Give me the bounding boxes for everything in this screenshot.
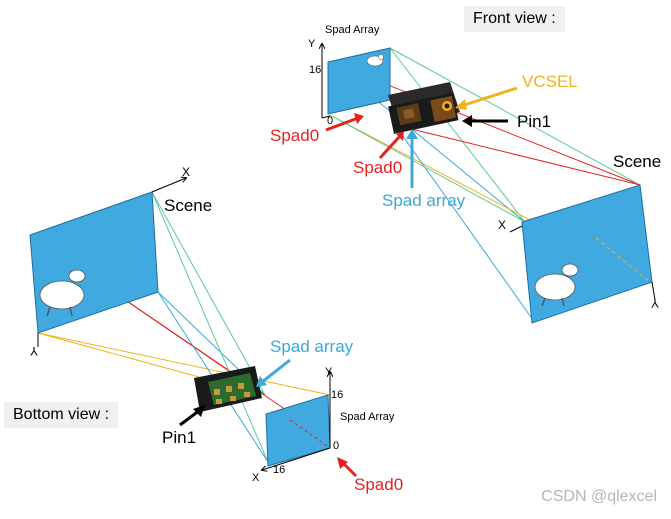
bottom-scene-axis-y: Y <box>30 344 39 358</box>
bottom-sensor-chip <box>194 366 262 412</box>
front-scene-dashed <box>595 237 651 283</box>
front-spad-array-label: Spad array <box>382 191 466 210</box>
bottom-pin1-arrowhead <box>193 405 205 417</box>
front-small-sheep-icon <box>366 54 384 67</box>
front-axis-y-label: Y <box>308 38 316 50</box>
front-scene-axis-y: Y <box>651 296 660 310</box>
front-spad0-inner-arrow <box>378 134 402 160</box>
bottom-spad0-label: Spad0 <box>354 475 404 494</box>
front-pin1-label: Pin1 <box>517 112 552 131</box>
front-spad-array-caption: Spad Array <box>325 24 380 36</box>
bottom-axis-y-label: Y <box>325 366 333 378</box>
vcsel-arrowhead <box>455 99 467 110</box>
front-scene-axis-x: X <box>498 218 507 232</box>
front-tick-16: 16 <box>309 64 322 76</box>
bottom-spad-array-arrowhead <box>256 376 267 387</box>
bottom-tick-16-y: 16 <box>331 389 344 401</box>
watermark: CSDN @qlexcel <box>541 488 657 505</box>
bottom-tick-0: 0 <box>333 440 340 452</box>
front-scene-label: Scene <box>613 152 662 171</box>
bottom-spad-dashed <box>289 419 331 449</box>
bottom-spad-array-arrow <box>261 358 291 384</box>
bottom-spad-axes <box>262 372 330 470</box>
vcsel-label: VCSEL <box>522 72 578 91</box>
bottom-view-title: Bottom view : <box>4 402 119 428</box>
bottom-scene-label: Scene <box>164 196 213 215</box>
front-pin1-arrowhead <box>462 115 472 127</box>
front-spad0-inner-label: Spad0 <box>353 158 403 177</box>
front-scene-panel <box>521 184 653 324</box>
front-spad0-outer-arrow <box>325 116 359 132</box>
bottom-projection-lines <box>29 191 331 463</box>
bottom-tick-16-x: 16 <box>273 464 286 476</box>
front-view-title: Front view : <box>464 6 565 32</box>
front-axes <box>322 44 331 119</box>
bottom-axis-x-label: X <box>252 472 260 484</box>
bottom-pin1-label: Pin1 <box>162 428 197 447</box>
front-tick-0: 0 <box>327 115 334 127</box>
bottom-scene-sheep-icon <box>39 269 86 317</box>
bottom-spad0-arrowhead <box>337 457 348 469</box>
front-spad-array-arrowhead <box>406 129 418 139</box>
front-spad0-inner-arrowhead <box>396 131 404 141</box>
vcsel-arrow <box>457 86 518 109</box>
bottom-spad-array-caption: Spad Array <box>340 411 395 423</box>
bottom-spad-array-label: Spad array <box>270 337 354 356</box>
front-spad0-outer-arrowhead <box>354 113 364 124</box>
bottom-spad-array-panel <box>265 394 331 467</box>
bottom-scene-panel <box>29 191 159 334</box>
front-scene-axes <box>509 225 656 301</box>
front-spad0-outer-label: Spad0 <box>270 126 320 145</box>
front-sensor-chip <box>388 82 460 134</box>
front-scene-sheep-icon <box>534 263 579 307</box>
bottom-scene-axis-x: X <box>182 165 191 179</box>
bottom-scene-axes <box>37 178 186 347</box>
